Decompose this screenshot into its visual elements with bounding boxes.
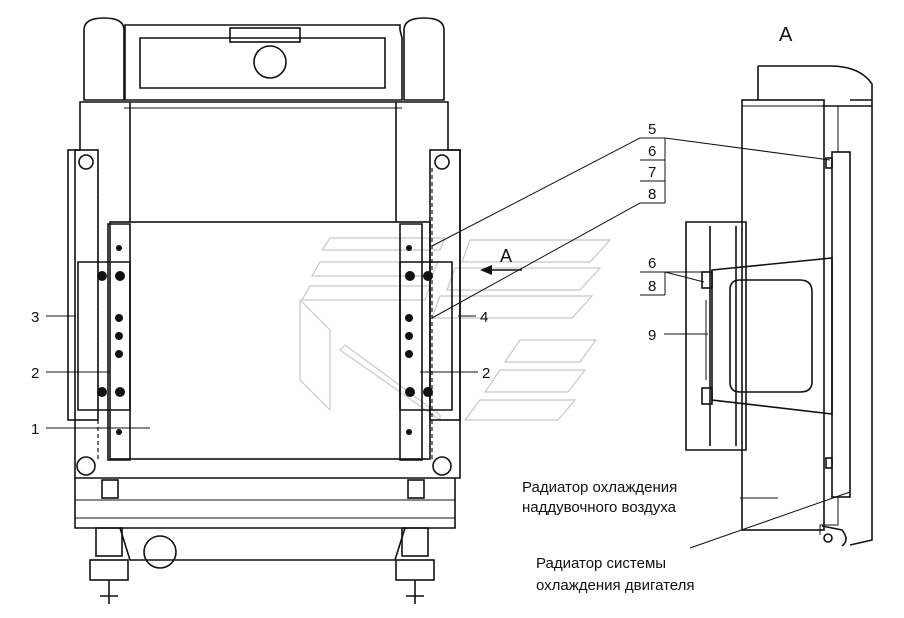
callout-6-mid: 6 bbox=[648, 255, 656, 272]
callout-5: 5 bbox=[648, 121, 656, 138]
callout-6-top: 6 bbox=[648, 143, 656, 160]
right-foot bbox=[395, 479, 435, 604]
direction-label: A bbox=[500, 246, 512, 266]
callout-8-mid: 8 bbox=[648, 278, 656, 295]
bolts-left bbox=[97, 245, 125, 435]
watermark-logo bbox=[299, 237, 612, 422]
callout-4: 4 bbox=[480, 309, 488, 326]
callout-1: 1 bbox=[31, 421, 39, 438]
bolts-right bbox=[405, 245, 433, 435]
callout-8-top: 8 bbox=[648, 186, 656, 203]
callout-2-right: 2 bbox=[482, 365, 490, 382]
left-foot bbox=[89, 479, 129, 604]
left-callouts: 3 2 1 bbox=[31, 309, 150, 438]
detail-view-a: A 5 6 7 8 6 bbox=[431, 24, 873, 547]
view-direction-arrow: A bbox=[480, 246, 522, 275]
caption-engine-line2: охлаждения двигателя bbox=[536, 577, 695, 594]
caption-charge-air-line1: Радиатор охлаждения bbox=[522, 479, 677, 496]
callout-2-left: 2 bbox=[31, 365, 39, 382]
captions: Радиатор охлаждения наддувочного воздуха… bbox=[522, 479, 851, 594]
right-callouts: 4 2 bbox=[420, 309, 490, 382]
callout-3: 3 bbox=[31, 309, 39, 326]
caption-engine-line1: Радиатор системы bbox=[536, 555, 666, 572]
callout-9: 9 bbox=[648, 327, 656, 344]
callout-7: 7 bbox=[648, 164, 656, 181]
caption-charge-air-line2: наддувочного воздуха bbox=[522, 499, 677, 516]
view-label: A bbox=[779, 24, 793, 46]
radiator-assembly-front-view bbox=[67, 17, 461, 604]
